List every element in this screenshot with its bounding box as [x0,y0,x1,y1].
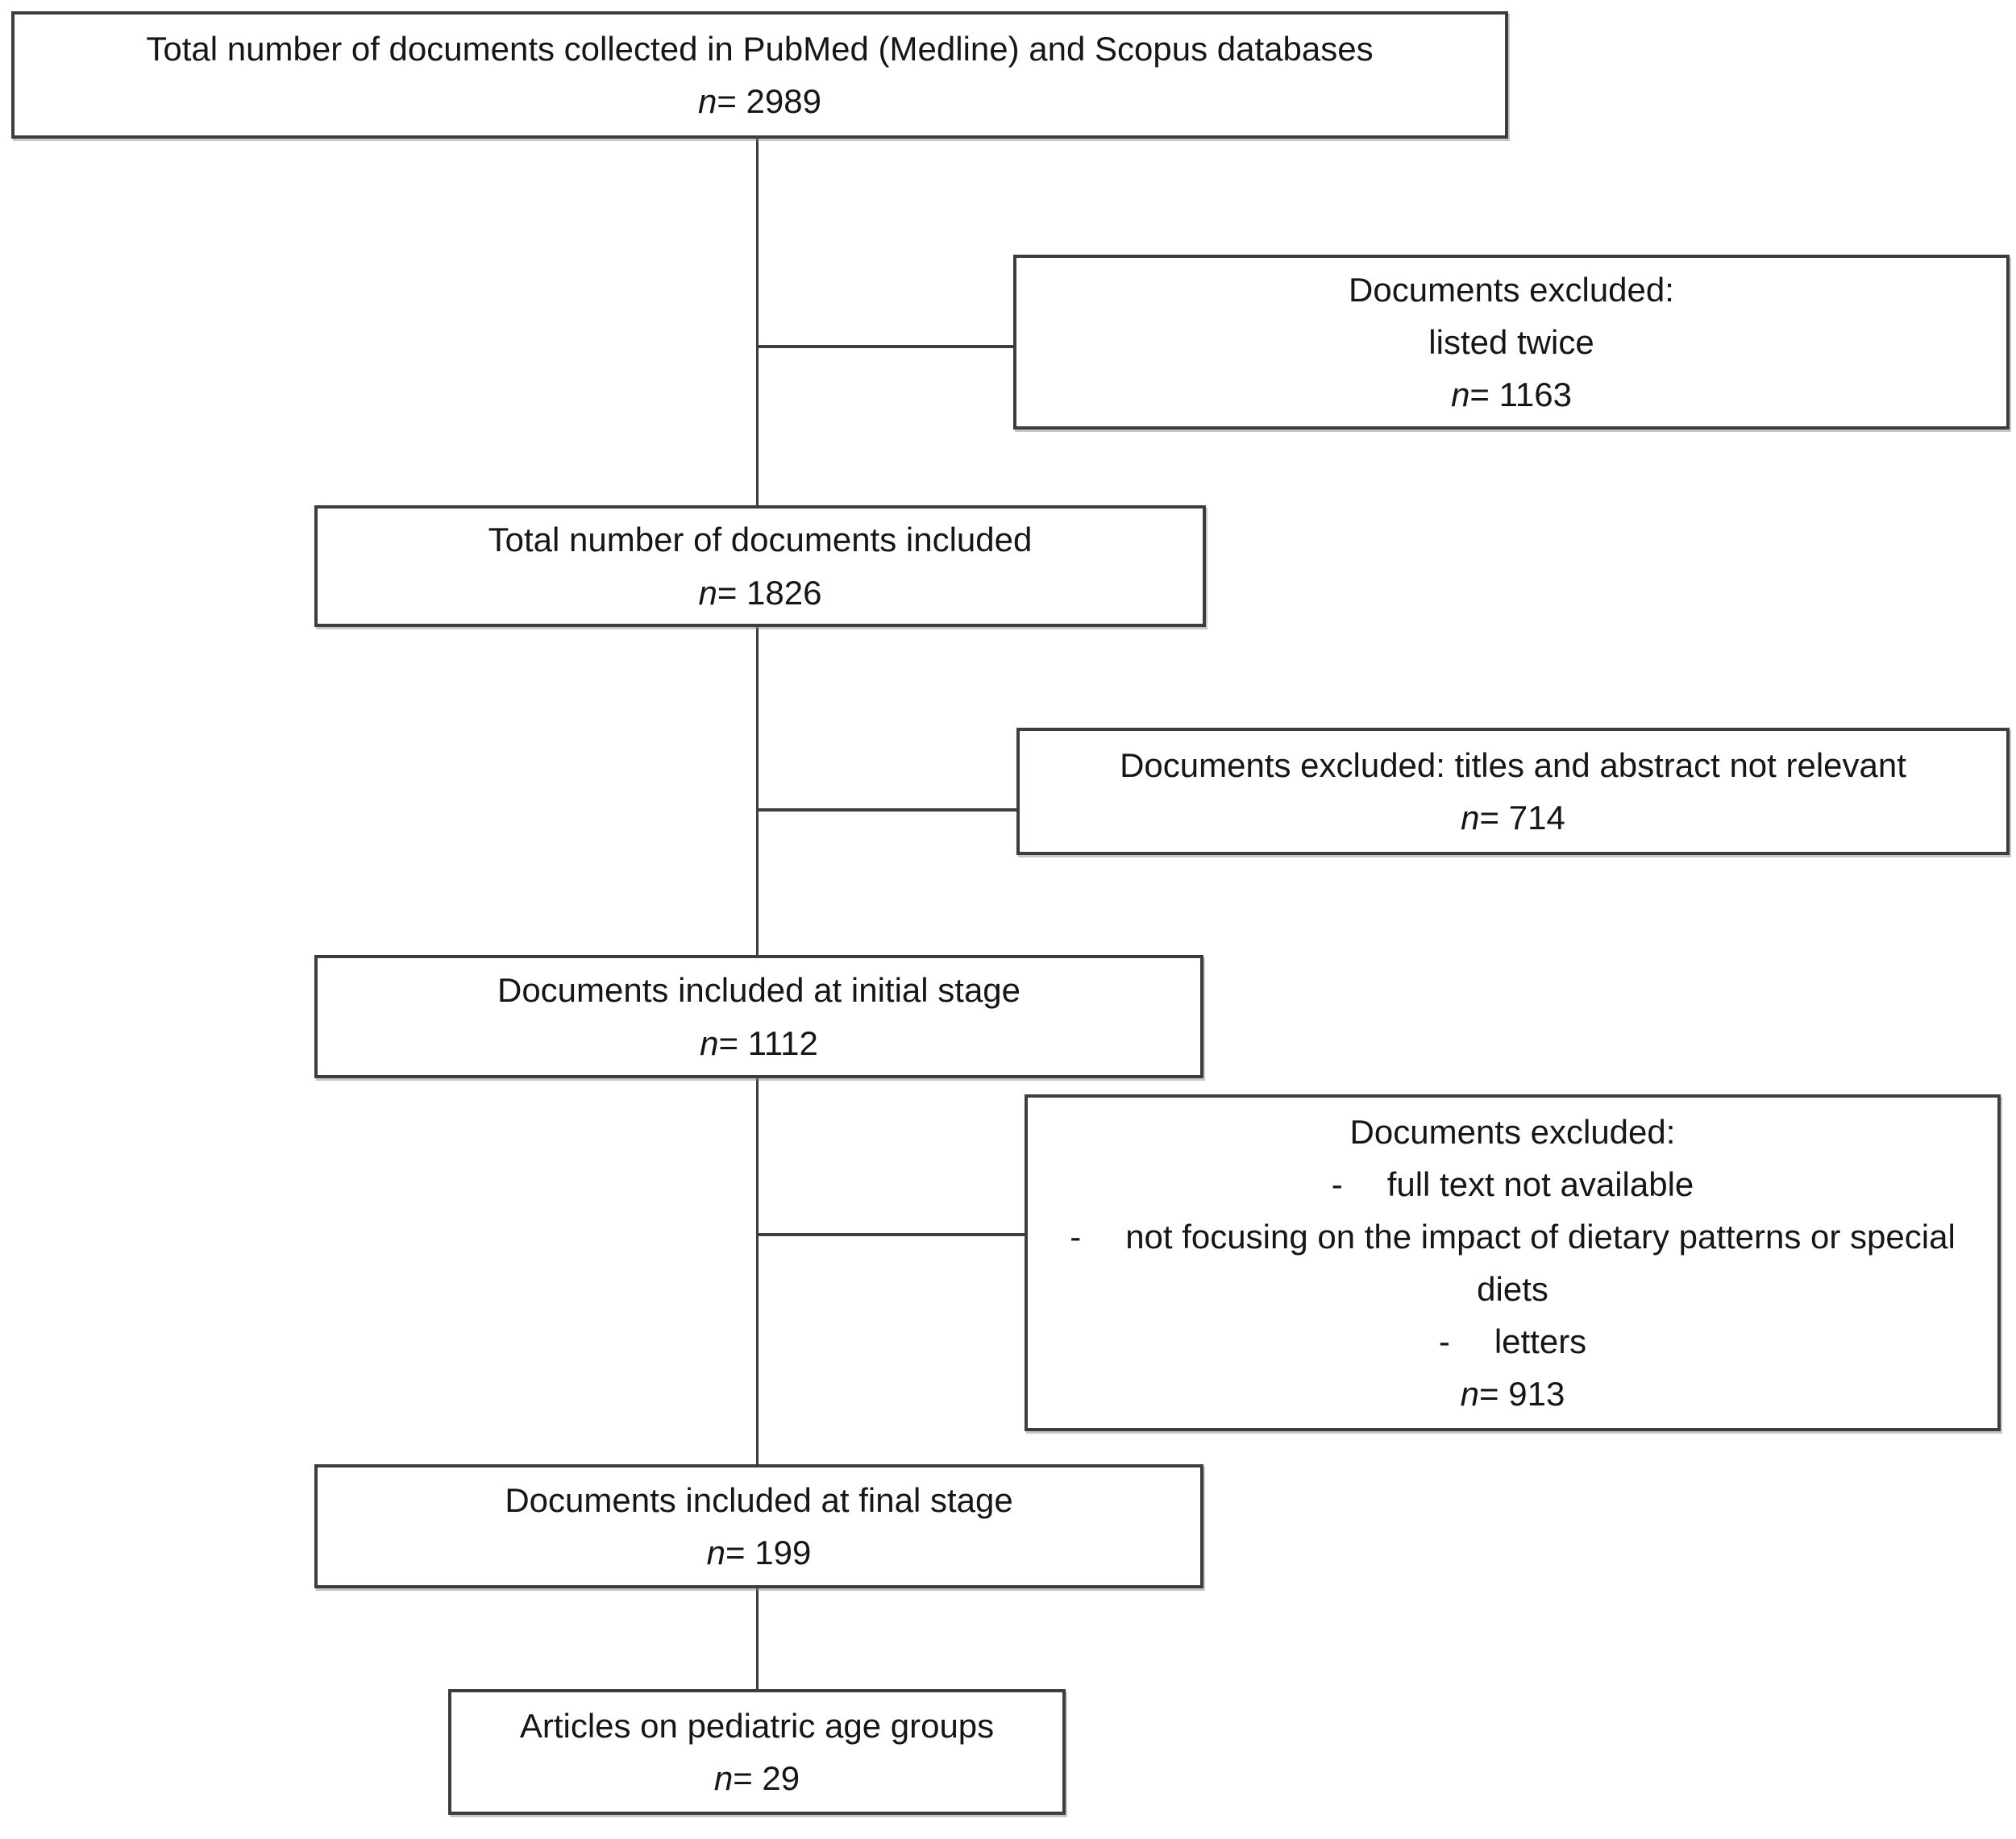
box-excluded-duplicates-title: Documents excluded: [1349,270,1674,309]
box-pediatric-articles-count: n= 29 [713,1759,800,1797]
bullet-dash: - [1438,1322,1450,1361]
box-excluded-final-bullet-fulltext: -full text not available [1042,1158,1983,1210]
box-included-initial-count: n= 1112 [700,1023,818,1062]
box-excluded-not-relevant: Documents excluded: titles and abstract … [1016,728,2010,855]
bullet-dash: - [1331,1164,1343,1203]
box-excluded-duplicates-count: n= 1163 [1451,376,1572,414]
box-pediatric-articles-title: Articles on pediatric age groups [519,1706,995,1745]
box-excluded-final-criteria-title: Documents excluded: [1349,1112,1676,1151]
connector-excluded-not-relevant [756,808,1018,812]
box-total-collected: Total number of documents collected in P… [11,11,1508,139]
box-excluded-final-bullet-letters: -letters [1042,1315,1983,1368]
box-total-included-count: n= 1826 [698,573,822,612]
connector-excluded-duplicates [756,345,1016,348]
box-total-collected-title: Total number of documents collected in P… [146,29,1374,68]
box-included-initial: Documents included at initial stage n= 1… [314,955,1203,1078]
box-included-final: Documents included at final stage n= 199 [314,1464,1203,1588]
bullet-dash: - [1070,1217,1082,1256]
main-vertical-flow-line [756,137,759,1691]
box-total-included-title: Total number of documents included [488,521,1033,559]
box-total-included: Total number of documents included n= 18… [314,505,1206,627]
box-total-collected-count: n= 2989 [698,82,821,120]
box-excluded-not-relevant-title: Documents excluded: titles and abstract … [1120,745,1906,784]
box-excluded-final-bullet-not-focusing: -not focusing on the impact of dietary p… [1042,1210,1983,1315]
box-excluded-duplicates-reason: listed twice [1428,322,1594,361]
box-excluded-not-relevant-count: n= 714 [1461,799,1565,836]
box-excluded-final-count: n= 913 [1460,1375,1565,1413]
box-included-initial-title: Documents included at initial stage [497,971,1021,1010]
box-included-final-title: Documents included at final stage [505,1480,1013,1519]
box-pediatric-articles: Articles on pediatric age groups n= 29 [448,1689,1066,1815]
box-excluded-duplicates: Documents excluded: listed twice n= 1163 [1013,255,2010,430]
box-excluded-final-criteria: Documents excluded: -full text not avail… [1025,1094,2001,1431]
connector-excluded-final-criteria [756,1233,1026,1236]
box-included-final-count: n= 199 [706,1534,812,1571]
